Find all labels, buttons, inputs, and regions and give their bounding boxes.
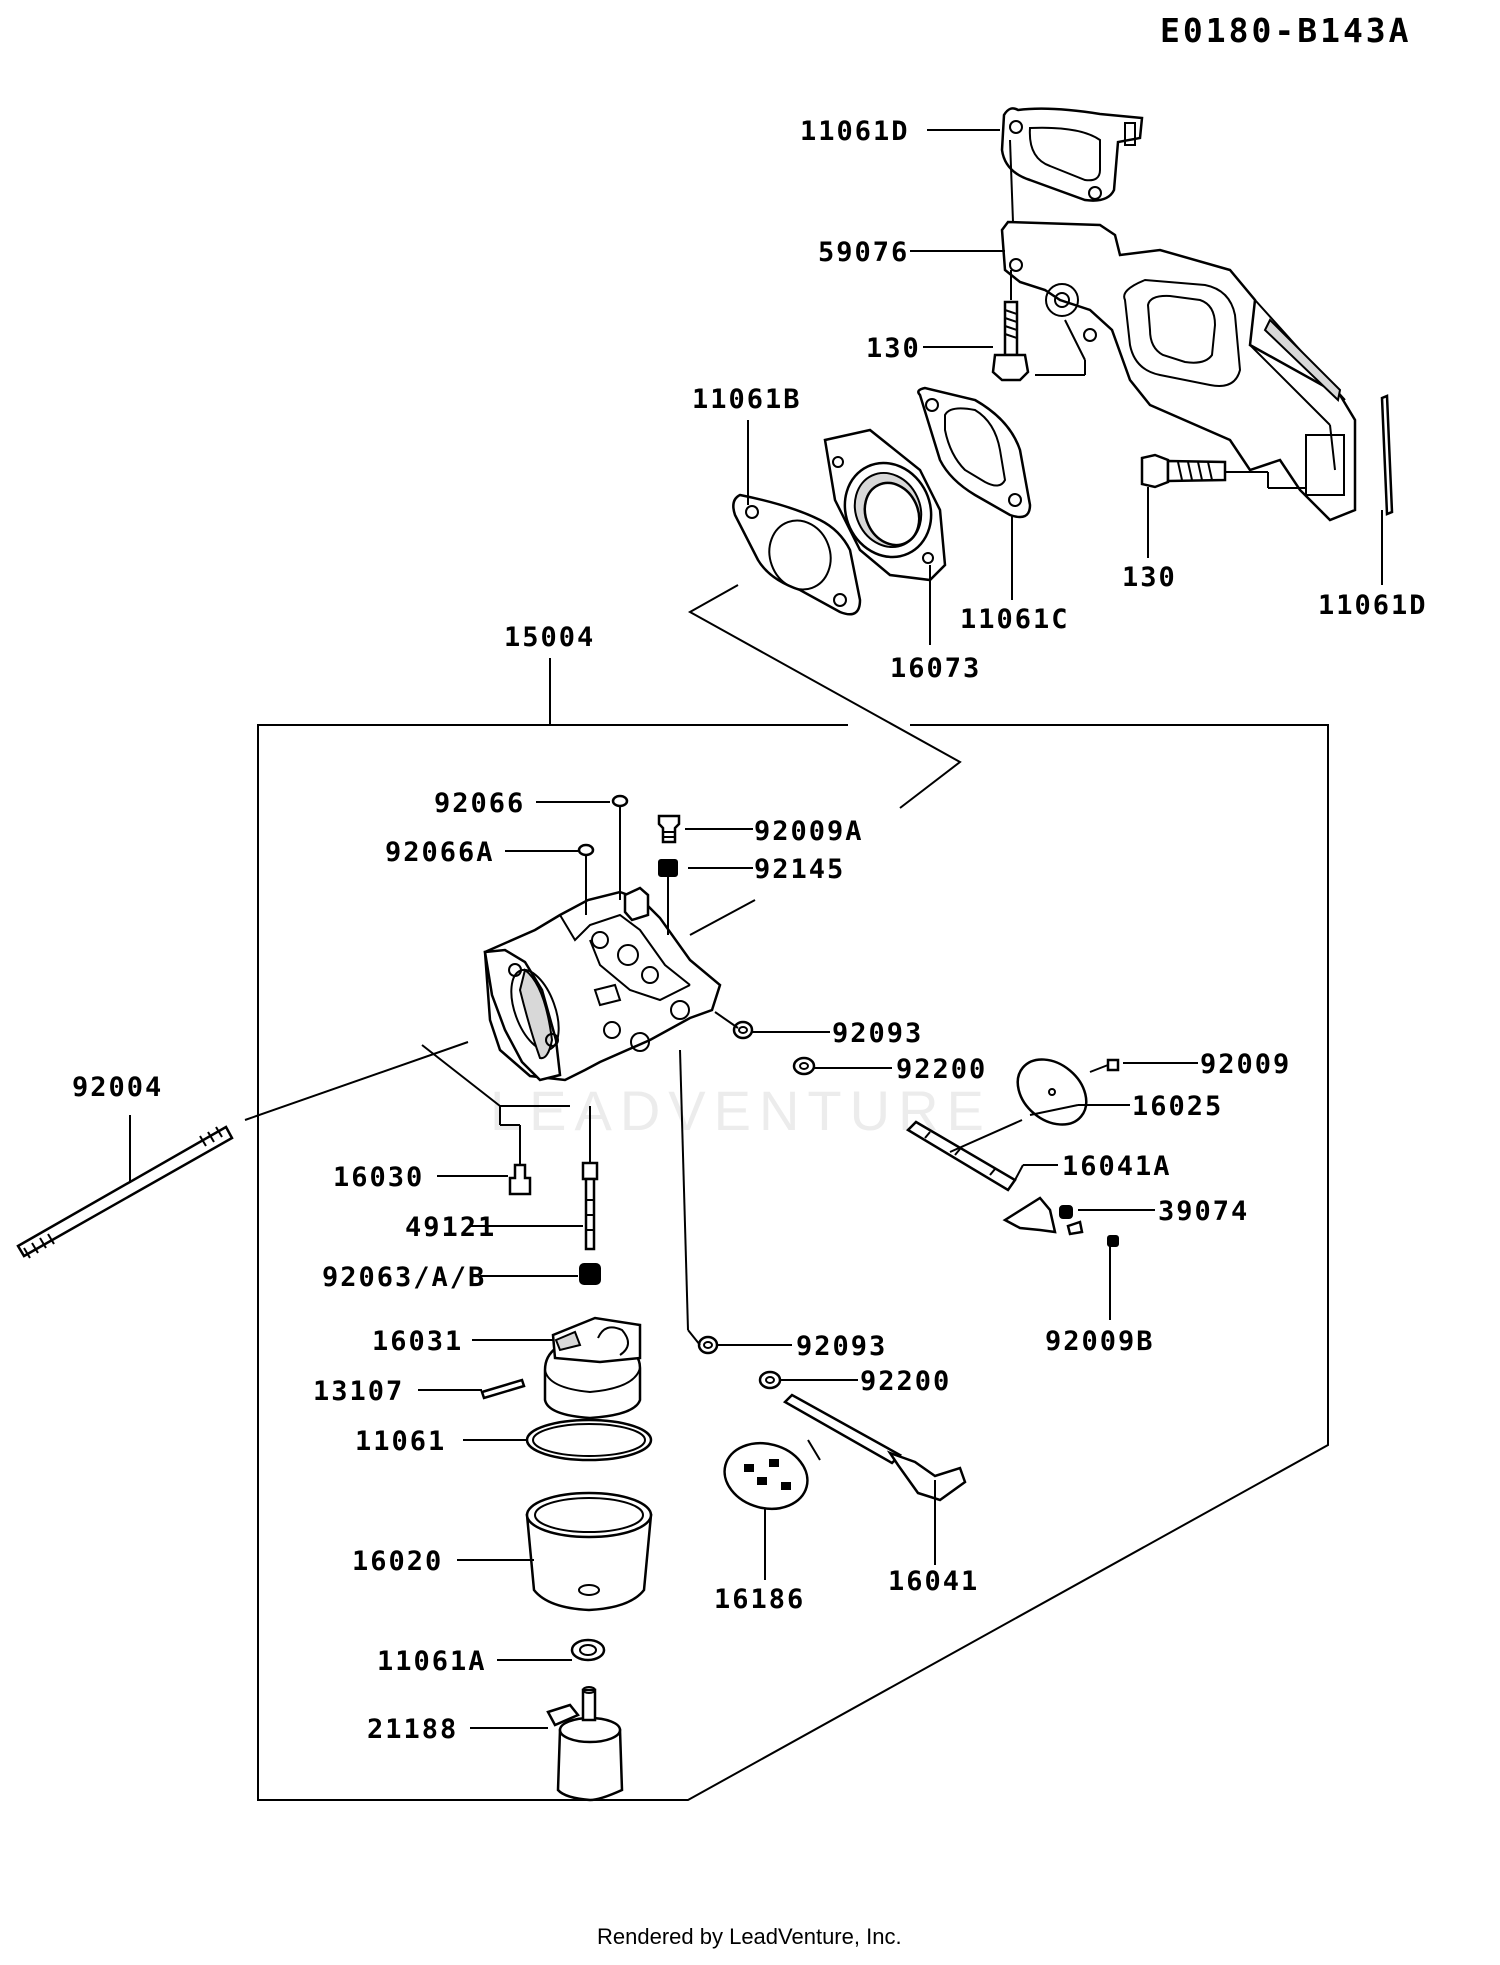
label-130-top: 130 [866,333,921,364]
label-92063: 92063/A/B [322,1262,486,1293]
throttle-parts [697,1335,967,1511]
label-92004: 92004 [72,1072,163,1103]
label-13107: 13107 [313,1376,404,1407]
part-labels: 11061D 59076 130 11061B 130 11061C 16073… [72,116,1428,1745]
bolt-130-right [1140,453,1227,489]
bolt-130-top [991,300,1030,382]
label-92200-a: 92200 [896,1054,987,1085]
label-11061B: 11061B [692,384,802,415]
label-15004: 15004 [504,622,595,653]
gasket-11061D-edge [1380,394,1394,516]
carburetor-body [483,886,722,1082]
label-16041A: 16041A [1062,1151,1172,1182]
label-92009B: 92009B [1045,1326,1155,1357]
label-16186: 16186 [714,1584,805,1615]
label-92009: 92009 [1200,1049,1291,1080]
label-11061D-top: 11061D [800,116,910,147]
label-16041: 16041 [888,1566,979,1597]
carb-leaders [129,801,1198,1729]
label-11061: 11061 [355,1426,446,1457]
label-92093-b: 92093 [796,1331,887,1362]
footer-credit: Rendered by LeadVenture, Inc. [597,1924,902,1949]
label-16025: 16025 [1132,1091,1223,1122]
label-92066: 92066 [434,788,525,819]
label-16031: 16031 [372,1326,463,1357]
label-92009A: 92009A [754,816,864,847]
gasket-11061D-top [1000,107,1144,202]
choke-side-parts [732,1020,1120,1247]
label-92093-a: 92093 [832,1018,923,1049]
label-92200-b: 92200 [860,1366,951,1397]
long-screw-92004 [16,1041,469,1259]
gasket-11061B [732,493,862,616]
label-21188: 21188 [367,1714,458,1745]
upper-leaders [687,129,1383,809]
solenoid-21188 [546,1686,624,1802]
jet-parts [421,1044,601,1285]
small-parts-top [577,794,681,877]
float-assembly [480,1316,642,1420]
label-16020: 16020 [352,1546,443,1577]
float-bowl-16020 [525,1491,653,1612]
label-130-bolt: 130 [1122,562,1177,593]
washer-11061A [570,1638,606,1662]
label-49121: 49121 [405,1212,496,1243]
label-11061C: 11061C [960,604,1070,635]
oring-11061 [525,1418,653,1462]
spacer-16073 [823,428,947,582]
label-59076: 59076 [818,237,909,268]
manifold-59076 [1000,220,1357,522]
label-39074: 39074 [1158,1196,1249,1227]
label-92145: 92145 [754,854,845,885]
label-11061D-right: 11061D [1318,590,1428,621]
label-16030: 16030 [333,1162,424,1193]
diagram-code: E0180-B143A [1160,11,1412,50]
kit-frame-15004 [257,658,1329,1801]
gasket-11061C [917,386,1032,519]
watermark-text: LEADVENTURE [490,1079,992,1142]
label-16073: 16073 [890,653,981,684]
label-11061A: 11061A [377,1646,487,1677]
label-92066A: 92066A [385,837,495,868]
